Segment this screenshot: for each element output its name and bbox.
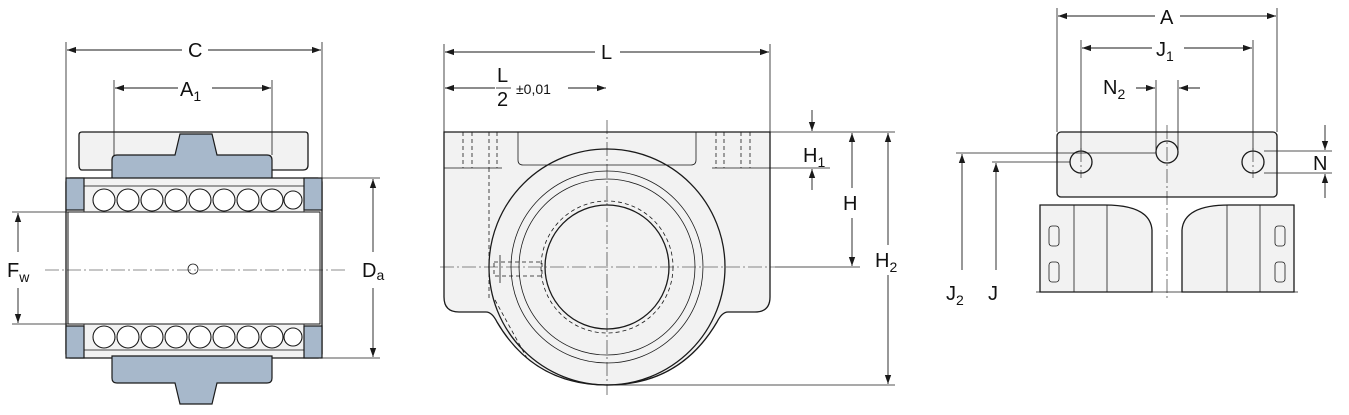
dim-label-N2: N2 xyxy=(1103,77,1125,102)
top-view: A J1 N2 N J2 J xyxy=(946,7,1332,308)
dim-label-J2: J2 xyxy=(946,283,964,308)
ball-row-top xyxy=(83,185,305,213)
lube-hole xyxy=(187,263,199,275)
side-section-view: C A1 Fw Da xyxy=(7,40,384,405)
lower-body-right xyxy=(1181,204,1295,293)
shaft-bore xyxy=(67,211,321,325)
dim-label-A1: A1 xyxy=(180,79,201,104)
front-view: L L 2 ±0,01 H1 H H2 xyxy=(440,42,897,395)
dim-label-H2: H2 xyxy=(875,250,897,275)
dim-label-tolerance: ±0,01 xyxy=(516,81,551,97)
mount-hole-centre xyxy=(1155,140,1179,164)
ball-row-bottom xyxy=(83,323,305,351)
dim-label-C: C xyxy=(188,40,202,62)
bearing-holder-top xyxy=(111,133,273,181)
dim-label-L: L xyxy=(601,42,612,64)
dim-label-half-numerator: L xyxy=(497,65,508,87)
dim-label-J1: J1 xyxy=(1156,39,1174,64)
end-ring-left-top xyxy=(65,177,85,211)
end-ring-right-top xyxy=(303,177,323,211)
dim-label-A: A xyxy=(1160,7,1174,29)
dim-label-N: N xyxy=(1313,153,1327,175)
end-ring-right-bottom xyxy=(303,325,323,359)
set-screw xyxy=(493,261,543,277)
dim-label-H: H xyxy=(843,193,857,215)
end-ring-left-bottom xyxy=(65,325,85,359)
lower-body-left xyxy=(1039,204,1153,293)
dim-label-H1: H1 xyxy=(803,145,825,170)
dim-label-J: J xyxy=(988,283,998,305)
dim-label-Da: Da xyxy=(362,260,384,283)
dim-label-half-denominator: 2 xyxy=(497,89,508,111)
dim-label-Fw: Fw xyxy=(7,260,30,285)
bearing-holder-bottom xyxy=(111,355,273,405)
